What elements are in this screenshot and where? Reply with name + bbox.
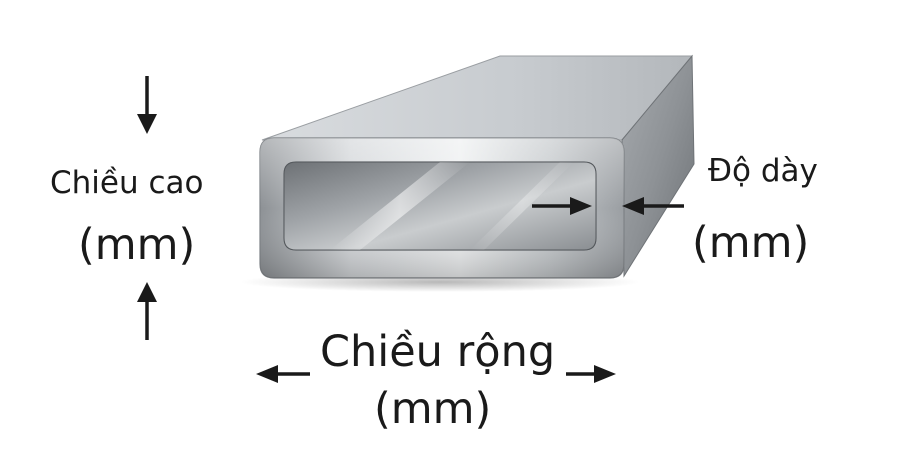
width-unit-label: (mm) bbox=[374, 384, 492, 434]
steel-tube bbox=[240, 54, 695, 292]
tube-interior-reflection-2 bbox=[470, 162, 574, 250]
tube-interior-reflection bbox=[330, 162, 470, 250]
tube-top-face bbox=[261, 55, 694, 141]
thickness-unit-label: (mm) bbox=[692, 218, 810, 268]
height-arrow-up bbox=[137, 282, 157, 340]
thickness-arrow-left bbox=[622, 197, 684, 215]
height-arrow-down bbox=[137, 76, 157, 134]
width-arrow-right bbox=[566, 365, 616, 383]
width-label: Chiều rộng bbox=[320, 327, 556, 377]
height-label: Chiều cao bbox=[50, 165, 204, 201]
thickness-arrow-right bbox=[532, 197, 592, 215]
width-arrow-left bbox=[256, 365, 310, 383]
height-unit-label: (mm) bbox=[78, 220, 196, 270]
thickness-label: Độ dày bbox=[708, 153, 818, 189]
